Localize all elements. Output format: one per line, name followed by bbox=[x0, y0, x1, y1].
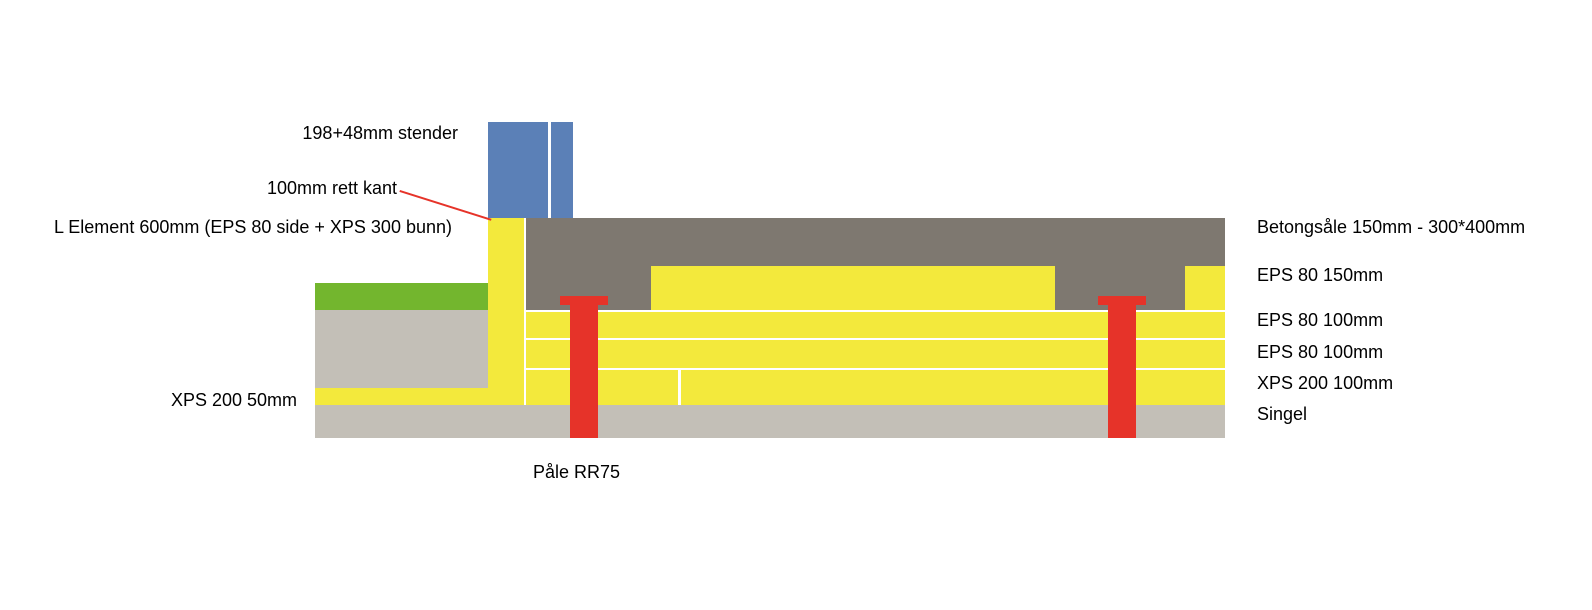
xps-100-layer-left-rect bbox=[526, 370, 678, 405]
l-element-side-rect bbox=[488, 218, 524, 405]
pile-1-shaft-rect bbox=[570, 300, 598, 438]
grass-strip-rect bbox=[315, 283, 488, 310]
callout-stender: 198+48mm stender bbox=[302, 123, 458, 143]
pile-2-shaft-rect bbox=[1108, 300, 1136, 438]
callout-l-element: L Element 600mm (EPS 80 side + XPS 300 b… bbox=[53, 217, 452, 237]
eps-150-middle-rect bbox=[651, 266, 1055, 310]
callout-betongsale: Betongsåle 150mm - 300*400mm bbox=[1257, 217, 1526, 237]
callout-eps-80-100-bottom: EPS 80 100mm bbox=[1257, 342, 1384, 362]
gravel-bottom-rect bbox=[315, 405, 1225, 438]
gravel-left-rect bbox=[315, 310, 488, 388]
callout-pale-rr75: Påle RR75 bbox=[533, 462, 621, 482]
callout-singel: Singel bbox=[1257, 404, 1308, 424]
callout-eps-80-100-top: EPS 80 100mm bbox=[1257, 310, 1384, 330]
xps-100-layer-right-rect bbox=[681, 370, 1225, 405]
callout-xps-200-100: XPS 200 100mm bbox=[1257, 373, 1394, 393]
eps-150-right-rect bbox=[1185, 266, 1225, 310]
callout-rett-kant: 100mm rett kant bbox=[266, 178, 397, 198]
stud-198mm-rect bbox=[488, 122, 548, 218]
callout-xps-200-50: XPS 200 50mm bbox=[170, 390, 297, 410]
xps-50-strip-rect bbox=[315, 388, 488, 405]
callout-eps-80-150: EPS 80 150mm bbox=[1257, 265, 1384, 285]
concrete-slab-rect bbox=[526, 218, 1225, 266]
stud-48mm-rect bbox=[551, 122, 573, 218]
